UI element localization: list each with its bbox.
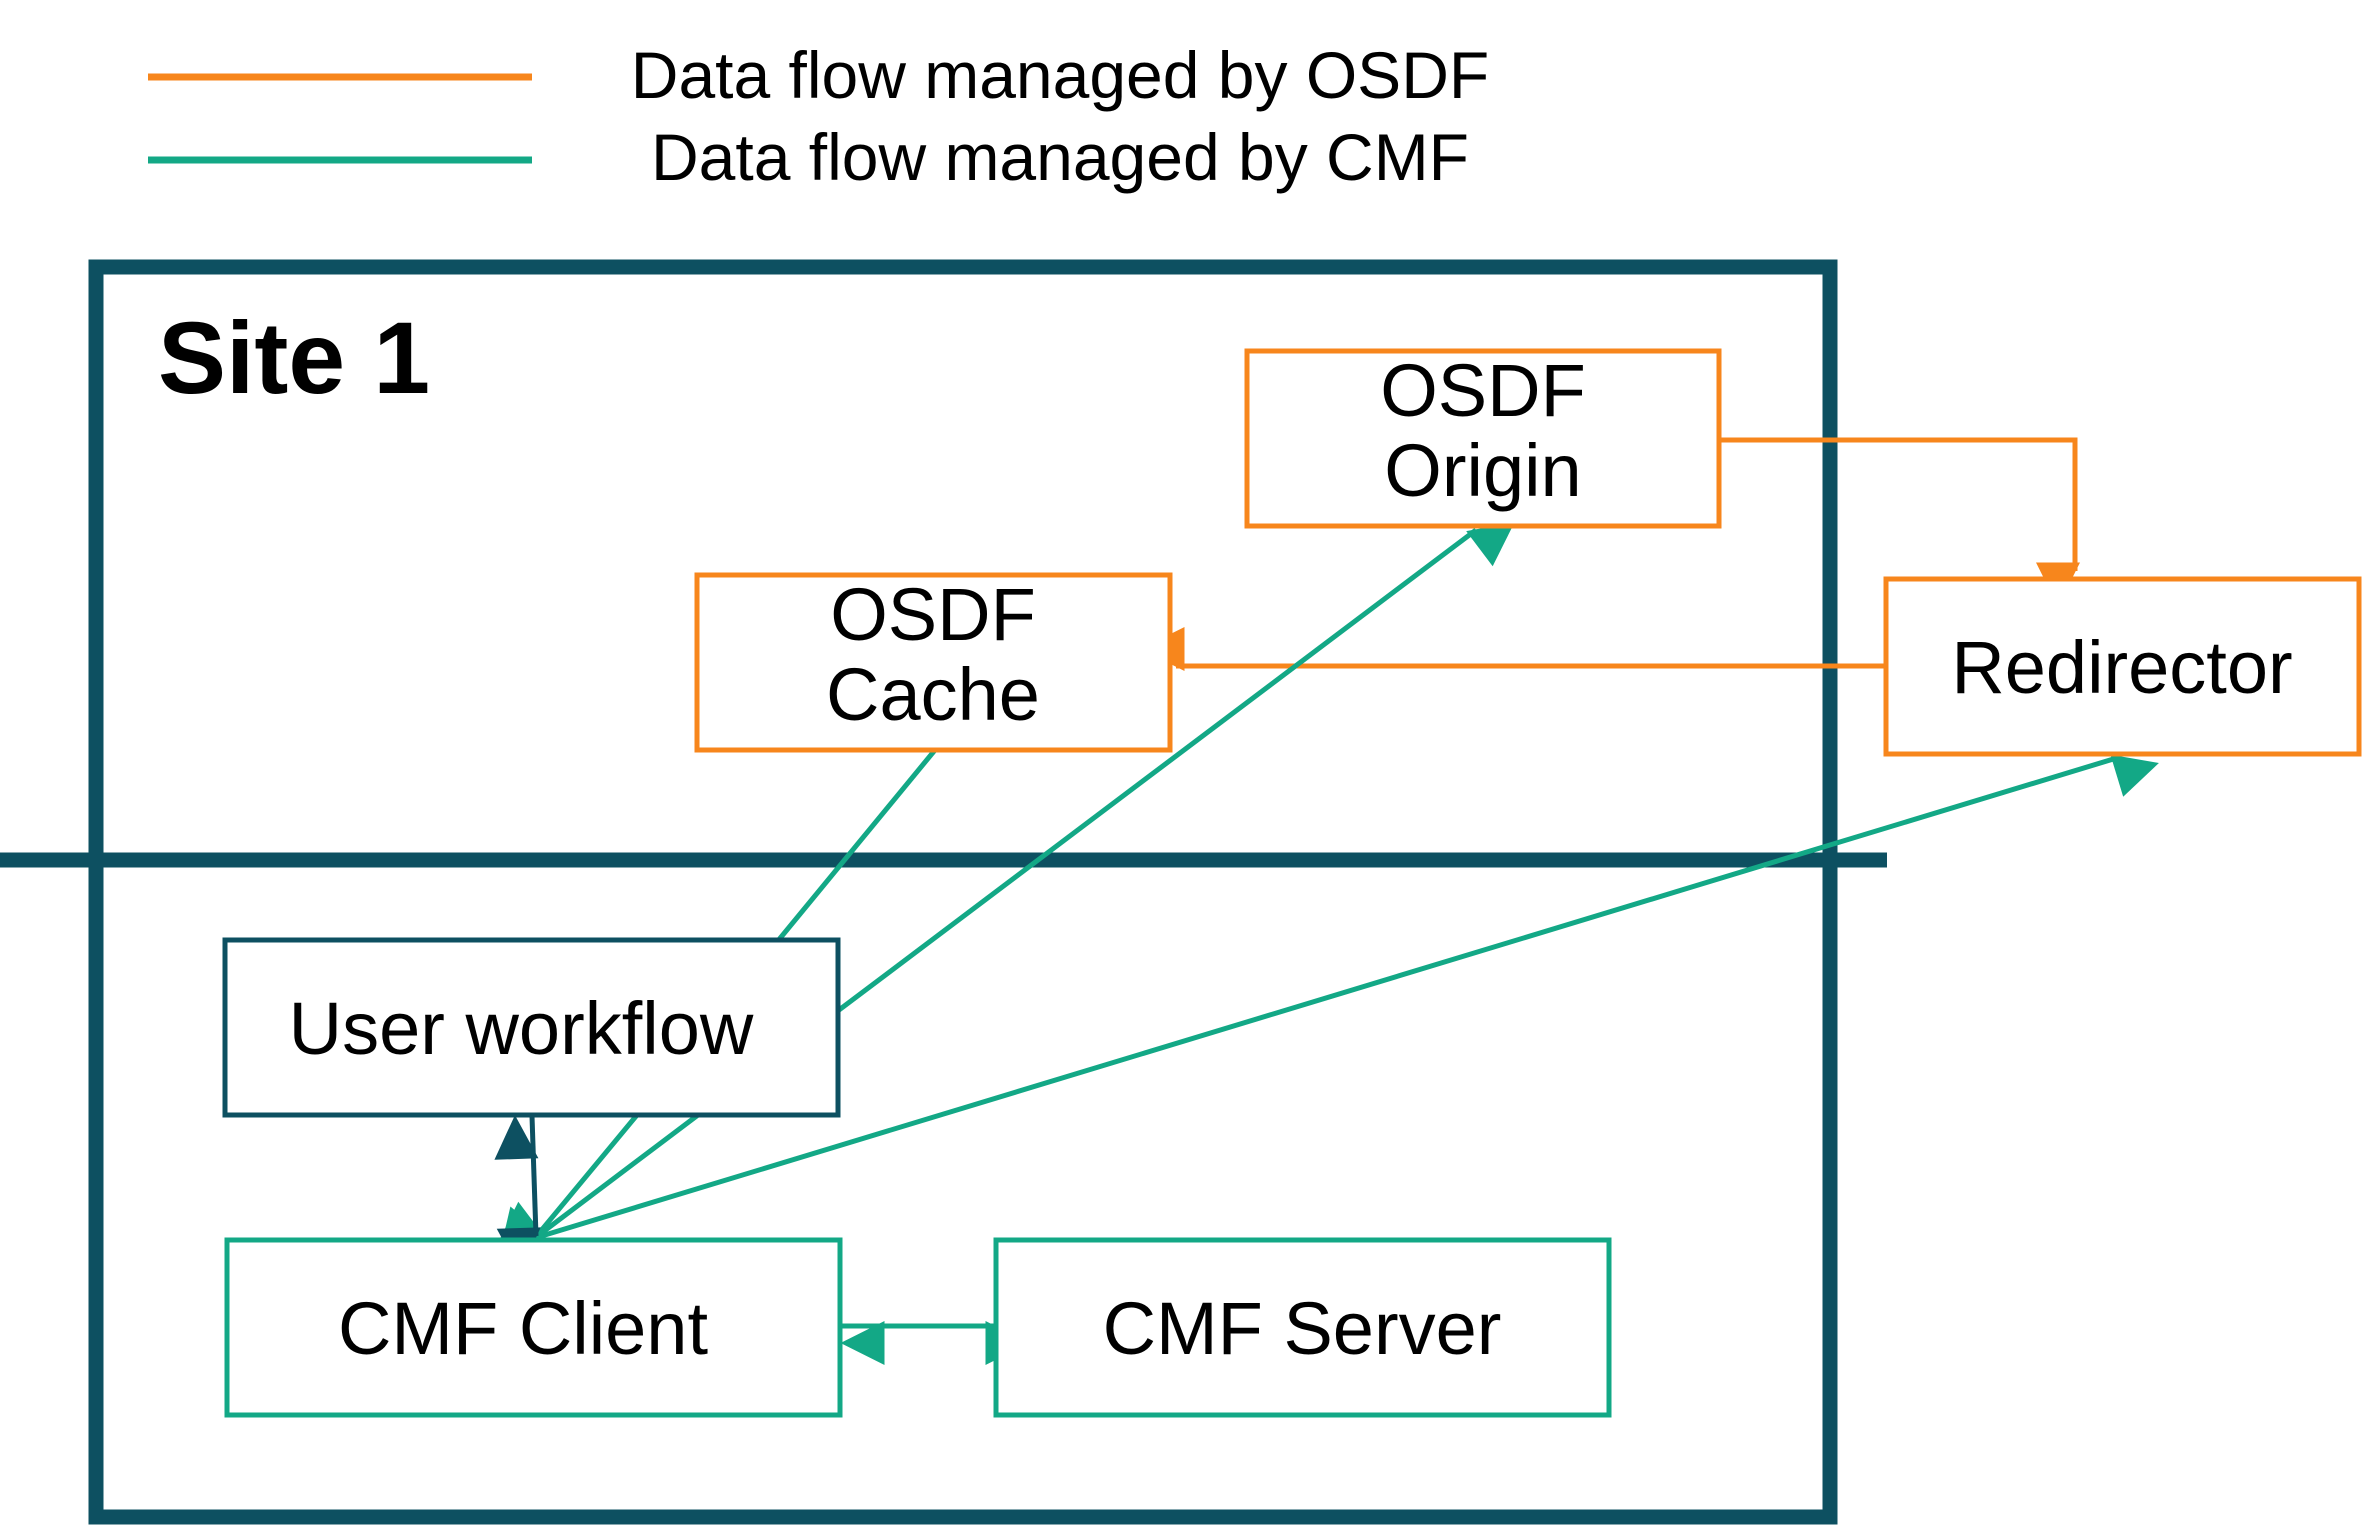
redirector-label: Redirector [1951, 626, 2292, 709]
cmf-server-box [993, 1237, 1612, 1418]
cmf-client-label: CMF Client [338, 1287, 708, 1370]
cmf-server-node[interactable]: CMF Server [993, 1237, 1612, 1418]
cache-to-workflow-line [775, 748, 937, 944]
legend: Data flow managed by OSDF Data flow mana… [148, 38, 1489, 194]
redirector-node[interactable]: Redirector [1883, 576, 2362, 757]
osdf-cache-label-line2: Cache [826, 653, 1040, 736]
site-title: Site 1 [158, 301, 430, 415]
workflow-to-origin-arrow [837, 522, 1515, 1012]
workflow-client-arrow [494, 1115, 541, 1273]
site-boundary [88, 259, 1838, 1525]
osdf-cache-node[interactable]: OSDF Cache [694, 572, 1173, 753]
osdf-origin-label-line2: Origin [1384, 429, 1581, 512]
osdf-cache-box [694, 572, 1173, 753]
user-workflow-label: User workflow [289, 987, 754, 1070]
user-workflow-node[interactable]: User workflow [222, 937, 841, 1118]
workflow-to-client-arrow-b [496, 1113, 700, 1246]
cmf-client-node[interactable]: CMF Client [224, 1237, 843, 1418]
legend-osdf-label: Data flow managed by OSDF [631, 38, 1489, 112]
cmf-client-box [224, 1237, 843, 1418]
cmf-server-label: CMF Server [1103, 1287, 1502, 1370]
legend-cmf-label: Data flow managed by CMF [651, 120, 1469, 194]
osdf-origin-node[interactable]: OSDF Origin [1244, 348, 1722, 529]
osdf-origin-box [1244, 348, 1722, 529]
redirector-box [1883, 576, 2362, 757]
osdf-origin-label-line1: OSDF [1380, 349, 1586, 432]
osdf-cache-label-line1: OSDF [830, 573, 1036, 656]
user-workflow-box [222, 937, 841, 1118]
workflow-to-client-arrow-a [499, 1113, 639, 1255]
client-to-redirector-arrow [534, 754, 2159, 1241]
origin-to-redirector-arrow [1720, 437, 2080, 607]
